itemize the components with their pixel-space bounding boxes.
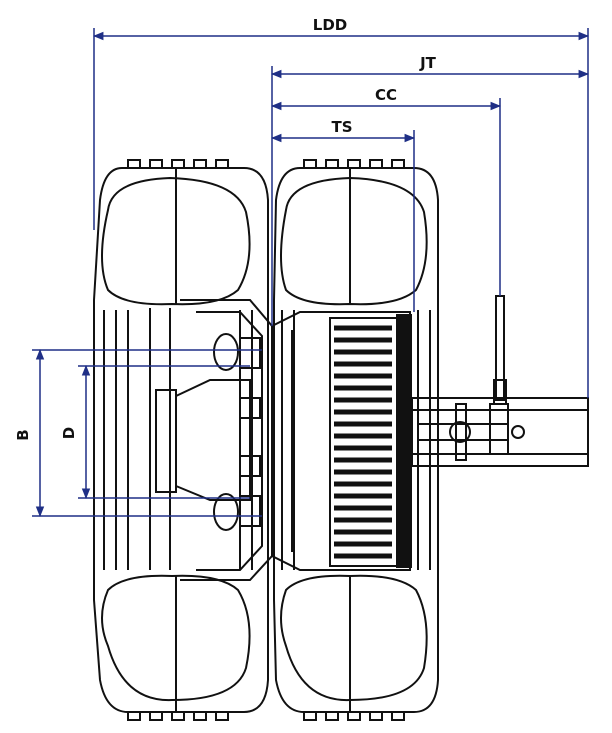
dimension-label-cc: CC bbox=[375, 86, 397, 104]
slack-adjuster-lever bbox=[493, 295, 507, 405]
outer-tire bbox=[93, 159, 269, 721]
dimension-label-jt: JT bbox=[419, 54, 437, 72]
brake-camshaft bbox=[417, 403, 525, 461]
dimension-label-ts: TS bbox=[331, 118, 352, 136]
outer-wheel-rim bbox=[149, 299, 273, 581]
dimension-label-ldd: LDD bbox=[313, 16, 347, 34]
dimension-label-b: B bbox=[14, 429, 32, 440]
dimension-label-d: D bbox=[60, 427, 78, 439]
brake-drum-fins bbox=[334, 325, 392, 559]
dimension-lines bbox=[32, 28, 590, 518]
brake-backing-plate bbox=[396, 314, 412, 568]
brake-drum bbox=[271, 311, 411, 571]
